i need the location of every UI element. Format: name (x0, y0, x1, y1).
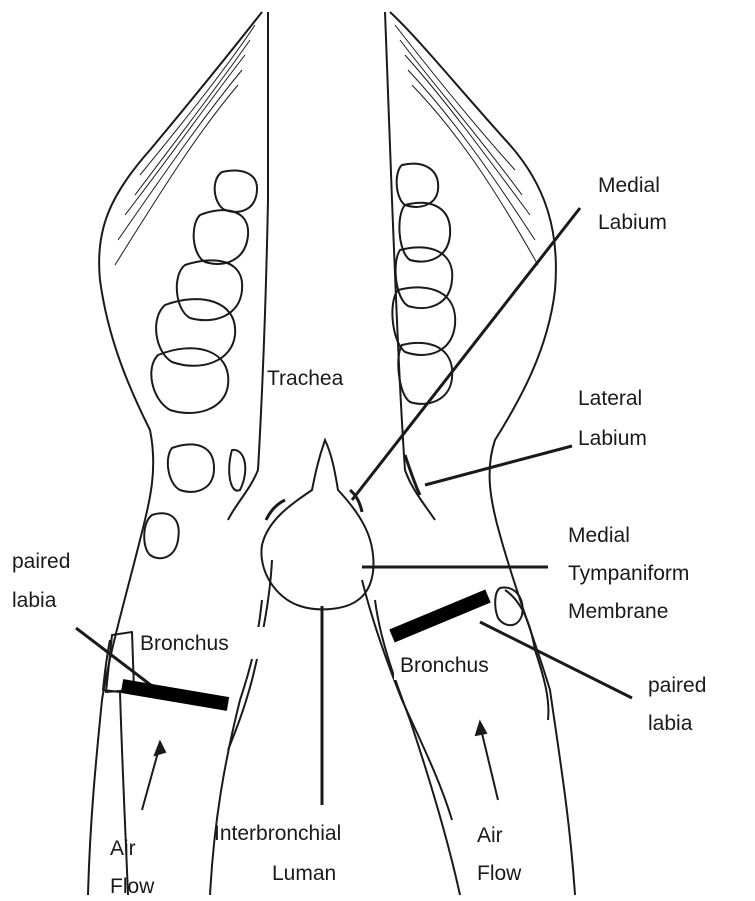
air-flow-right-arrow (480, 725, 498, 800)
label-mtm-line2: Tympaniform (568, 562, 689, 585)
label-interbronchial-line2: Luman (272, 862, 336, 885)
labels: Trachea Medial Labium Lateral Labium Med… (12, 174, 706, 898)
right-bronchus-inner (375, 600, 460, 895)
label-paired-labia-left-line1: paired (12, 550, 70, 573)
air-flow-left-arrowhead (155, 742, 165, 755)
label-air-flow-left-line1: Air (110, 837, 136, 860)
left-muscle-outline (88, 12, 262, 895)
left-structure (88, 12, 272, 895)
label-lateral-labium-line1: Lateral (578, 387, 642, 410)
label-lateral-labium-line2: Labium (578, 427, 647, 450)
label-medial-labium-line2: Labium (598, 211, 667, 234)
medial-labium-leader (352, 208, 580, 500)
left-ring-6 (168, 444, 214, 491)
right-paired-labia-bar (392, 596, 488, 636)
left-cartilage-small (229, 450, 245, 491)
label-interbronchial-line1: Interbronchial (214, 822, 341, 845)
label-bronchus-left: Bronchus (140, 632, 229, 655)
label-paired-labia-right-line1: paired (648, 674, 706, 697)
left-ring-7 (144, 513, 178, 558)
left-ring-1 (215, 171, 257, 212)
left-ring-4 (156, 299, 235, 366)
label-medial-labium-line1: Medial (598, 174, 660, 197)
label-mtm-line1: Medial (568, 524, 630, 547)
label-air-flow-right-line1: Air (477, 824, 503, 847)
left-paired-labia-bar (122, 686, 228, 704)
label-air-flow-left-line2: Flow (110, 875, 155, 898)
right-muscle-striation (395, 25, 538, 265)
label-mtm-line3: Membrane (568, 600, 668, 623)
left-ring-5 (151, 348, 228, 413)
right-trachea-wall (385, 12, 435, 520)
pessulus-outline (261, 440, 373, 609)
label-bronchus-right: Bronchus (400, 654, 489, 677)
left-muscle-striation (115, 25, 255, 265)
lateral-labium-shading (266, 455, 420, 520)
air-flow-right-arrowhead (476, 722, 486, 735)
central-bulb (261, 440, 420, 609)
label-paired-labia-right-line2: labia (648, 712, 693, 735)
right-ring-3 (396, 247, 453, 308)
left-ring-2 (194, 210, 248, 264)
right-ring-1 (397, 164, 439, 207)
left-ring-3 (177, 260, 242, 320)
label-trachea: Trachea (267, 367, 344, 390)
lateral-labium-leader (425, 446, 572, 485)
label-paired-labia-left-line2: labia (12, 589, 57, 612)
right-ring-2 (399, 203, 450, 262)
label-air-flow-right-line2: Flow (477, 862, 522, 885)
